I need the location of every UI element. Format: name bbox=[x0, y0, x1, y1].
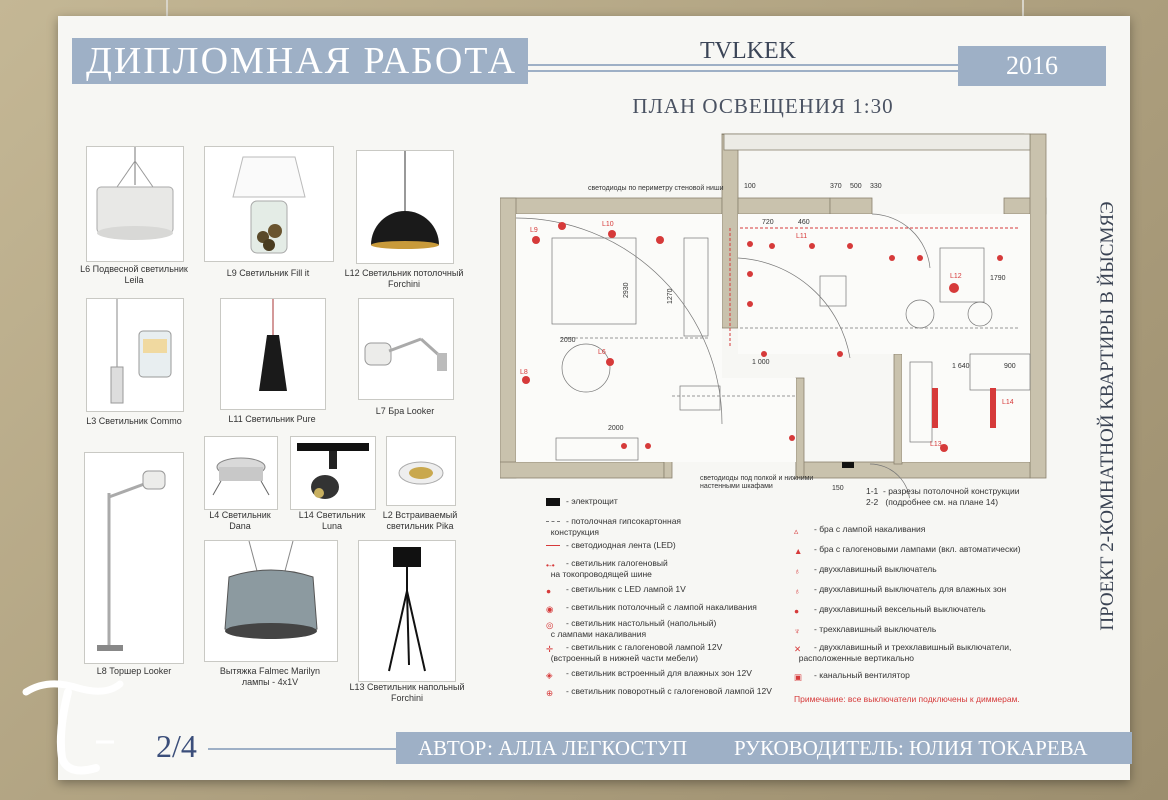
author-credit: АВТОР: АЛЛА ЛЕГКОСТУП bbox=[418, 736, 688, 760]
fixture-caption-l4: L4 Светильник Dana bbox=[209, 510, 271, 531]
legend-item-wet-zone: ◈- светильник встроенный для влажных зон… bbox=[546, 668, 752, 680]
range-hood-icon bbox=[224, 540, 318, 639]
poster-title: ДИПЛОМНАЯ РАБОТА bbox=[72, 38, 528, 84]
fixture-caption-l3: L3 Светильник Commo bbox=[86, 416, 182, 426]
legend-left: - электрощит - потолочная гипсокартонная… bbox=[546, 494, 786, 704]
fixture-card-l11 bbox=[220, 298, 326, 410]
dim-2050: 2050 bbox=[560, 337, 576, 344]
year-badge: 2016 bbox=[958, 46, 1106, 86]
fixture-caption-l7: L7 Бра Looker bbox=[375, 406, 435, 416]
fixture-card-l2 bbox=[386, 436, 456, 506]
label-l14: L14 bbox=[1002, 399, 1014, 406]
legend-item-halogen-12v: ✛- светильник с галогеновой лампой 12V (… bbox=[546, 642, 723, 663]
legend-item-fan: ▣- канальный вентилятор bbox=[794, 670, 910, 682]
dim-500: 500 bbox=[850, 183, 862, 190]
dim-2930: 2930 bbox=[623, 282, 630, 298]
poster-board: ДИПЛОМНАЯ РАБОТА TVLKEK 2016 ПЛАН ОСВЕЩЕ… bbox=[58, 16, 1132, 780]
legend-item-ceiling-lamp: ◉- светильник потолочный с лампой накали… bbox=[546, 602, 757, 614]
legend-note: Примечание: все выключатели подключены к… bbox=[794, 694, 1020, 704]
dim-150: 150 bbox=[832, 485, 844, 492]
cone-pendant-icon bbox=[259, 299, 287, 391]
label-l12: L12 bbox=[950, 273, 962, 280]
plan-note-bottom: светодиоды под полкой и нижними bbox=[700, 474, 813, 482]
fixture-caption-l2: L2 Встраиваемый светильник Pika bbox=[382, 510, 458, 531]
fixture-card-hood bbox=[204, 540, 338, 662]
legend-item-panel: - электрощит bbox=[546, 496, 618, 506]
fixture-caption-l8: L8 Торшер Looker bbox=[96, 666, 172, 676]
table-lamp-icon bbox=[232, 156, 306, 254]
legend-item-switch-3: ♆- трехклавишный выключатель bbox=[794, 624, 937, 636]
fixture-card-l14 bbox=[290, 436, 376, 510]
section-note-text: 1-1 - разрезы потолочной конструкции 2-2… bbox=[866, 486, 1020, 507]
legend-item-sconce: ▵- бра с лампой накаливания bbox=[794, 524, 926, 536]
fixture-card-l13 bbox=[358, 540, 456, 682]
fixture-card-l12 bbox=[356, 150, 454, 264]
fixture-caption-hood: Вытяжка Falmec Marilyn лампы - 4x1V bbox=[219, 666, 321, 687]
fixture-card-l4 bbox=[204, 436, 278, 510]
tripod-floor-lamp-icon bbox=[388, 547, 426, 672]
supervisor-credit: РУКОВОДИТЕЛЬ: ЮЛИЯ ТОКАРЕВА bbox=[734, 736, 1088, 760]
floor-lamp-icon bbox=[97, 470, 166, 651]
footer-credits: АВТОР: АЛЛА ЛЕГКОСТУП РУКОВОДИТЕЛЬ: ЮЛИЯ… bbox=[396, 732, 1132, 764]
dim-100: 100 bbox=[744, 183, 756, 190]
fixture-card-l9 bbox=[204, 146, 334, 262]
legend-item-switch-vertical: ✕- двухклавишный и трехклавишный выключа… bbox=[794, 642, 1012, 663]
label-l6: L6 bbox=[598, 349, 606, 356]
footer-rule bbox=[208, 748, 396, 750]
legend-right: ▵- бра с лампой накаливания ▲- бра с гал… bbox=[794, 524, 1094, 724]
label-l8: L8 bbox=[520, 369, 528, 376]
dim-720: 720 bbox=[762, 219, 774, 226]
legend-item-switch-2: ♁- двухклавишный выключатель bbox=[794, 564, 937, 576]
label-l9: L9 bbox=[530, 227, 538, 234]
dome-pendant-icon bbox=[371, 151, 439, 249]
fixture-caption-l9: L9 Светильник Fill it bbox=[226, 268, 310, 278]
label-l11: L11 bbox=[796, 233, 807, 240]
dim-460: 460 bbox=[798, 219, 810, 226]
pendant-cylinder-icon bbox=[110, 299, 172, 404]
legend-item-led-lamp: ●- светильник с LED лампой 1V bbox=[546, 584, 686, 596]
dim-1640: 1 640 bbox=[952, 363, 970, 370]
wall-lamp-icon bbox=[364, 337, 447, 371]
recessed-light-icon bbox=[398, 461, 444, 485]
plan-note-top: светодиоды по периметру стеновой ниши bbox=[588, 184, 724, 192]
legend-item-ceiling: - потолочная гипсокартонная конструкция bbox=[546, 516, 681, 538]
fixture-card-l6 bbox=[86, 146, 184, 262]
plan-note-bottom-2: настенными шкафами bbox=[700, 483, 773, 490]
dim-370: 370 bbox=[830, 183, 842, 190]
legend-item-rotary: ⊕- светильник поворотный с галогеновой л… bbox=[546, 686, 772, 698]
header-rule-2 bbox=[528, 70, 958, 72]
dim-1790: 1790 bbox=[990, 275, 1006, 282]
track-spot-icon bbox=[297, 443, 369, 499]
plan-title: ПЛАН ОСВЕЩЕНИЯ 1:30 bbox=[632, 94, 894, 118]
legend-item-led: - светодиодная лента (LED) bbox=[546, 540, 676, 550]
dim-1270: 1270 bbox=[667, 288, 674, 304]
brand-name: TVLKEK bbox=[700, 38, 796, 64]
label-l13: L13 bbox=[930, 441, 942, 448]
pendant-lamp-icon bbox=[96, 147, 174, 240]
legend-item-switch-vex: ●- двухклавишный вексельный выключатель bbox=[794, 604, 986, 616]
fixture-caption-l14: L14 Светильник Luna bbox=[298, 510, 366, 531]
label-l10: L10 bbox=[602, 221, 614, 228]
fixture-card-l7 bbox=[358, 298, 454, 400]
fixture-caption-l11: L11 Светильник Pure bbox=[228, 414, 316, 424]
fixture-caption-l12: L12 Светильник потолочный Forchini bbox=[344, 268, 464, 289]
dim-900: 900 bbox=[1004, 363, 1016, 370]
downlight-icon bbox=[212, 457, 270, 496]
lighting-floor-plan: светодиоды по периметру стеновой ниши 72… bbox=[500, 133, 1047, 498]
fixture-card-l8 bbox=[84, 452, 184, 664]
dim-330: 330 bbox=[870, 183, 882, 190]
vertical-title-text: ПРОЕКТ 2-КОМНАТНОЙ КВАРТИРЫ В ЙЫСМЯЭ bbox=[1097, 201, 1118, 631]
page-number: 2/4 bbox=[156, 728, 197, 764]
legend-item-table-lamp: ◎- светильник настольный (напольный) с л… bbox=[546, 618, 717, 639]
legend-item-halogen-rail: •-•- светильник галогеновый на токопрово… bbox=[546, 558, 668, 579]
fixture-card-l3 bbox=[86, 298, 184, 412]
legend-item-sconce-halogen: ▲- бра с галогеновыми лампами (вкл. авто… bbox=[794, 544, 1021, 556]
fixture-caption-l6: L6 Подвесной светильник Leila bbox=[80, 264, 188, 285]
legend-item-switch-wet: ♁- двухклавишный выключатель для влажных… bbox=[794, 584, 1007, 596]
t-logo-icon bbox=[22, 680, 124, 775]
dim-2000: 2000 bbox=[608, 425, 624, 432]
header-rule bbox=[528, 64, 958, 66]
fixture-caption-l13: L13 Светильник напольный Forchini bbox=[349, 682, 465, 703]
dim-1000: 1 000 bbox=[752, 359, 770, 366]
